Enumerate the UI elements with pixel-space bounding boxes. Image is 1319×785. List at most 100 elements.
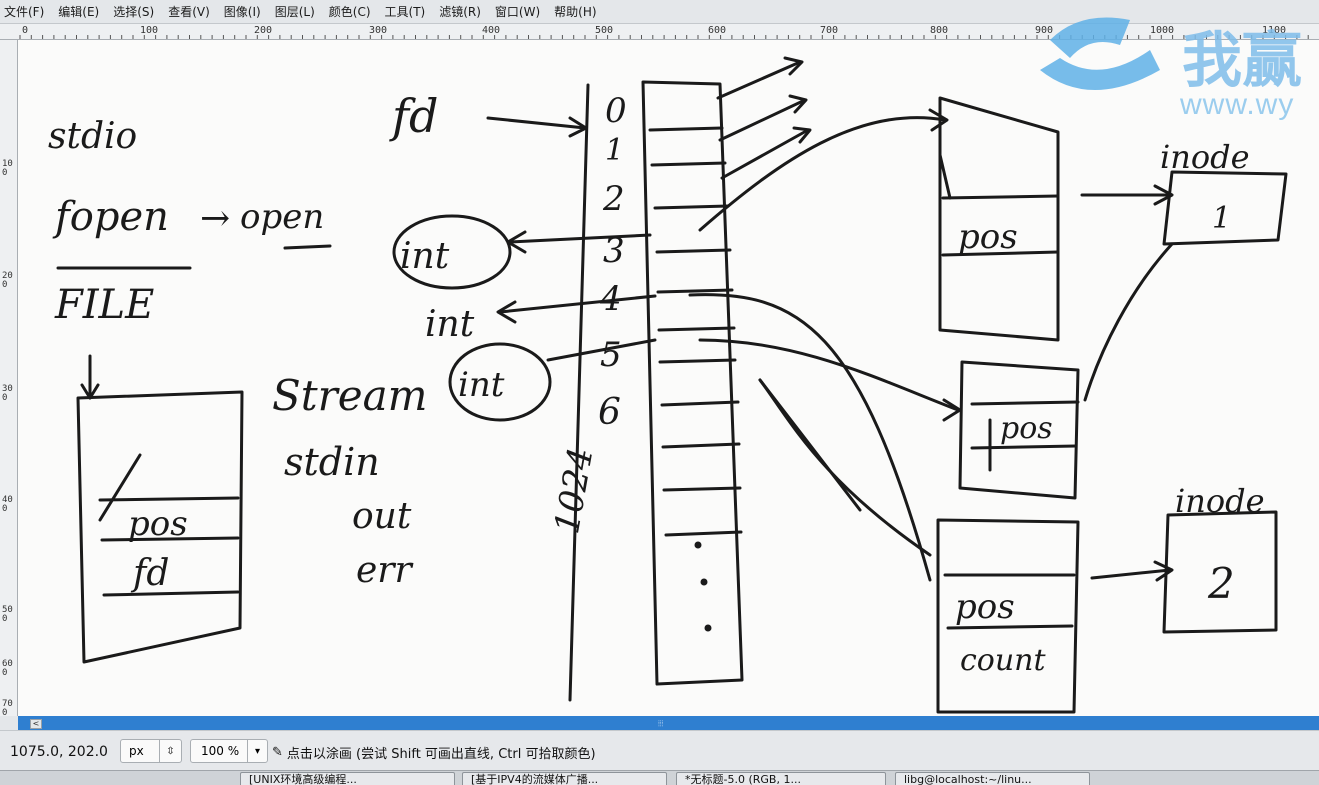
taskbar-item[interactable]: *无标题-5.0 (RGB, 1... (676, 772, 886, 785)
arrow-head (942, 398, 962, 422)
table-row (656, 288, 734, 294)
fd-table-box (641, 80, 744, 686)
arrow-head (783, 56, 804, 76)
table-row (650, 161, 727, 167)
dot (700, 578, 708, 586)
pos-label: pos (958, 217, 1018, 257)
taskbar-item[interactable]: [UNIX环境高级编程... (240, 772, 455, 785)
chevron-updown-icon: ⇳ (166, 745, 175, 757)
count-label: count (960, 643, 1047, 678)
zoom-select[interactable]: 100 % ▾ (190, 739, 268, 763)
ruler-label: 400 (482, 25, 501, 36)
menu-select[interactable]: 选择(S) (113, 5, 155, 19)
status-message: ✎ 点击以涂画 (尝试 Shift 可画出直线, Ctrl 可拾取颜色) (272, 743, 596, 762)
pointer-arrow (720, 128, 810, 180)
menu-image[interactable]: 图像(I) (223, 5, 261, 19)
arrow-head (1153, 184, 1174, 206)
menu-tools[interactable]: 工具(T) (384, 5, 426, 19)
unit-value: px (121, 740, 160, 762)
menu-colors[interactable]: 颜色(C) (328, 5, 371, 19)
navigate-corner[interactable] (0, 716, 18, 730)
scrollbar-grip-icon[interactable]: ⦙⦙⦙ (658, 719, 664, 728)
int-arrow (508, 233, 652, 244)
int-arrow (498, 294, 657, 314)
ruler-label: 700 (820, 25, 839, 36)
ruler-label: 600 (708, 25, 727, 36)
ruler-label: 800 (930, 25, 949, 36)
fd-number: 2 (602, 179, 625, 219)
stderr-label: err (356, 550, 414, 591)
stdout-label: out (352, 496, 412, 537)
table-row (648, 126, 724, 132)
ruler-label: 0 (22, 25, 29, 36)
file-struct-line (100, 536, 240, 542)
stdio-title: stdio (48, 116, 137, 157)
file-struct-line (941, 250, 1060, 257)
table-row (662, 486, 742, 492)
arrow-head (792, 126, 812, 144)
chevron-down-icon: ▾ (254, 745, 261, 757)
watermark-url: www.wy (1180, 88, 1295, 121)
menu-filters[interactable]: 滤镜(R) (439, 5, 481, 19)
inode-number: 2 (1207, 559, 1235, 608)
fd-number: 6 (598, 392, 621, 433)
dot (704, 624, 712, 632)
menu-edit[interactable]: 编辑(E) (58, 5, 100, 19)
pointer-coordinates: 1075.0, 202.0 (10, 744, 108, 760)
fd-arrow (486, 116, 587, 130)
fd-number: 3 (603, 231, 625, 271)
ruler-label: 200 (2, 271, 13, 290)
ruler-label: 500 (2, 605, 13, 624)
drawing-canvas[interactable]: stdio fopen → open FILE pos fd Stream st… (18, 40, 1319, 716)
horizontal-scrollbar[interactable]: ⦙⦙⦙ (18, 716, 1319, 730)
file-struct-line (98, 496, 240, 502)
menu-file[interactable]: 文件(F) (4, 5, 45, 19)
ruler-label: 500 (595, 25, 614, 36)
taskbar-item[interactable]: [基于IPV4的流媒体广播... (462, 772, 667, 785)
ruler-label: 200 (254, 25, 273, 36)
ruler-label: 400 (2, 495, 13, 514)
table-row (664, 530, 743, 537)
pointer-arrow (788, 94, 808, 114)
horizontal-ruler[interactable]: 0 100 200 300 400 500 600 700 800 900 10… (0, 24, 1319, 40)
file-struct-box (76, 390, 244, 664)
int-label: int (425, 304, 475, 345)
file-struct-line (970, 400, 1080, 406)
ruler-label: 300 (369, 25, 388, 36)
arrow-head (928, 108, 949, 132)
menu-layer[interactable]: 图层(L) (274, 5, 315, 19)
int-label: int (400, 236, 450, 277)
statusbar: 1075.0, 202.0 px ⇳ 100 % ▾ ✎ 点击以涂画 (尝试 S… (0, 730, 1319, 770)
menubar: 文件(F) 编辑(E) 选择(S) 查看(V) 图像(I) 图层(L) 颜色(C… (0, 0, 1319, 24)
inode-label: inode (1160, 138, 1250, 176)
arrow-text: → (200, 198, 230, 239)
scroll-left-button[interactable]: < (30, 719, 42, 729)
ruler-label: 700 (2, 699, 13, 718)
table-row (653, 204, 730, 210)
arrow-head (506, 230, 527, 254)
fd-table-label: fd (389, 89, 438, 143)
taskbar-item[interactable]: libg@localhost:~/linu... (895, 772, 1090, 785)
dot (694, 541, 702, 549)
fd-number: 4 (599, 279, 622, 319)
ruler-ticks (19, 35, 1309, 39)
pointer-arrow (698, 116, 947, 232)
file-struct-box (936, 518, 1080, 714)
pointer-arrow (716, 60, 802, 100)
underline (283, 244, 332, 250)
ruler-label: 900 (1035, 25, 1054, 36)
pos-label: pos (128, 504, 188, 544)
vertical-ruler[interactable]: 100 200 300 400 500 600 700 (0, 40, 18, 720)
menu-help[interactable]: 帮助(H) (554, 5, 597, 19)
unit-select[interactable]: px ⇳ (120, 739, 182, 763)
file-struct-line (970, 444, 1078, 450)
handwritten-diagram: stdio fopen → open FILE pos fd Stream st… (48, 56, 1288, 714)
inode-number: 1 (1212, 201, 1231, 236)
stdin-label: stdin (284, 440, 380, 484)
watermark-text: 我赢 (1182, 26, 1302, 96)
menu-windows[interactable]: 窗口(W) (494, 5, 541, 19)
menu-view[interactable]: 查看(V) (168, 5, 210, 19)
inode-label: inode (1175, 482, 1265, 520)
fd-max-label: 1024 (547, 445, 601, 537)
pos-label: pos (1000, 411, 1053, 446)
